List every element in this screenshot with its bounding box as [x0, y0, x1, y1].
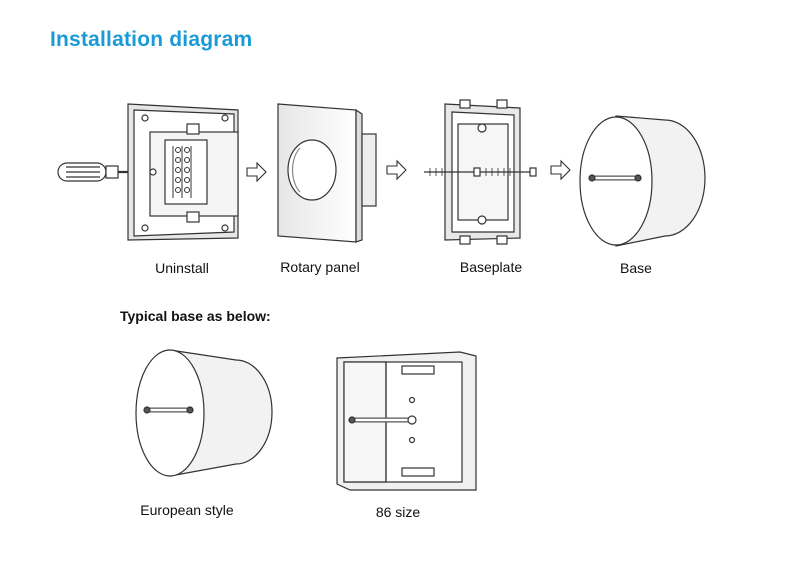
square-86-box-figure — [336, 351, 477, 491]
step-label-rotary-panel: Rotary panel — [280, 259, 360, 275]
typical-label-european-style: European style — [140, 502, 234, 518]
european-base-figure — [135, 349, 273, 477]
panel-back-figure — [127, 103, 239, 241]
step-label-base: Base — [620, 260, 652, 276]
step-label-uninstall: Uninstall — [155, 260, 209, 276]
page-title: Installation diagram — [50, 28, 253, 51]
arrow-right-icon — [246, 161, 267, 183]
arrow-right-icon — [386, 159, 407, 181]
arrow-right-icon — [550, 159, 571, 181]
typical-label-86-size: 86 size — [375, 504, 421, 520]
round-base-figure — [579, 115, 706, 247]
step-label-baseplate: Baseplate — [459, 259, 523, 275]
rotary-panel-figure — [277, 103, 377, 243]
screw-icon — [424, 167, 537, 177]
typical-base-heading: Typical base as below: — [120, 308, 271, 324]
